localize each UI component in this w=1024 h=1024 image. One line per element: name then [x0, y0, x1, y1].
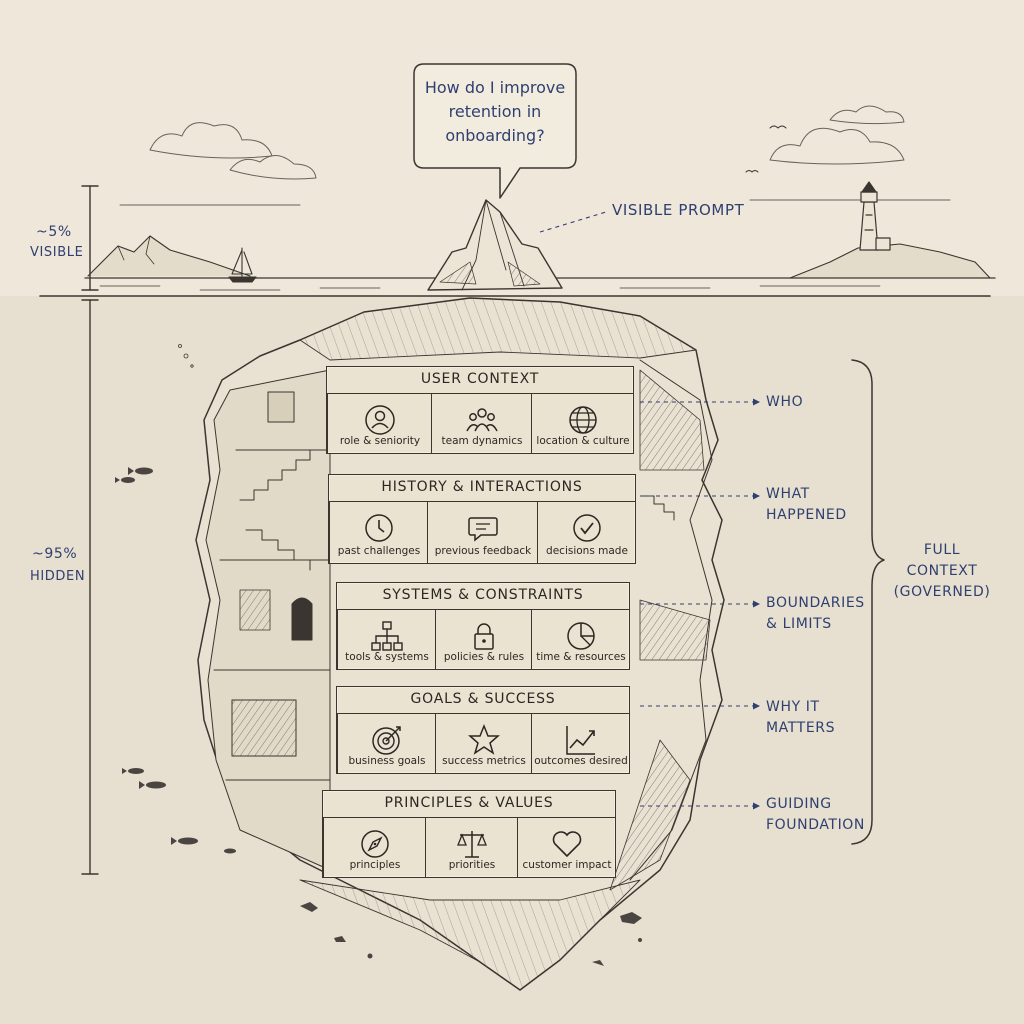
annotation-line: & LIMITS [766, 614, 865, 635]
heart-icon [550, 827, 584, 861]
layer-goals-success: GOALS & SUCCESS business goals success m… [336, 686, 630, 774]
layer-item: business goals [337, 714, 436, 773]
item-label: previous feedback [428, 545, 538, 557]
item-label: principles [324, 859, 426, 871]
scales-icon [455, 827, 489, 861]
annotation-line: FOUNDATION [766, 815, 865, 836]
layer-title: PRINCIPLES & VALUES [323, 795, 615, 811]
item-label: priorities [426, 859, 518, 871]
layer-item: location & culture [531, 394, 634, 453]
star-icon [467, 723, 501, 757]
annotation-user-context: WHO [766, 392, 803, 413]
layer-item: customer impact [517, 818, 616, 877]
team-icon [465, 403, 499, 437]
annotation-systems: BOUNDARIES & LIMITS [766, 593, 865, 635]
layer-item: policies & rules [435, 610, 532, 669]
annotation-line: GUIDING [766, 794, 865, 815]
annotation-line: HAPPENED [766, 505, 847, 526]
item-label: team dynamics [432, 435, 532, 447]
full-context-line1: FULL CONTEXT [890, 540, 994, 582]
item-label: policies & rules [436, 651, 532, 663]
layer-item: past challenges [329, 502, 428, 563]
full-context-label: FULL CONTEXT (GOVERNED) [890, 540, 994, 603]
hierarchy-icon [370, 619, 404, 653]
annotation-line: MATTERS [766, 718, 835, 739]
item-label: role & seniority [328, 435, 432, 447]
layer-item: role & seniority [327, 394, 432, 453]
layer-item: success metrics [435, 714, 532, 773]
item-label: success metrics [436, 755, 532, 767]
annotation-line: WHAT [766, 484, 847, 505]
clock-icon [362, 511, 396, 545]
layer-title: USER CONTEXT [327, 371, 633, 387]
chat-icon [466, 511, 500, 545]
visible-prompt-label: VISIBLE PROMPT [612, 200, 744, 221]
layer-user-context: USER CONTEXT role & seniority team dynam… [326, 366, 634, 454]
layer-item: time & resources [531, 610, 630, 669]
globe-icon [566, 403, 600, 437]
item-label: outcomes desired [532, 755, 630, 767]
trend-icon [564, 723, 598, 757]
item-label: customer impact [518, 859, 616, 871]
person-icon [363, 403, 397, 437]
layer-systems-constraints: SYSTEMS & CONSTRAINTS tools & systems po… [336, 582, 630, 670]
layer-item: outcomes desired [531, 714, 630, 773]
annotation-history: WHAT HAPPENED [766, 484, 847, 526]
layer-item: team dynamics [431, 394, 532, 453]
target-icon [370, 723, 404, 757]
annotation-line: WHY IT [766, 697, 835, 718]
birds [746, 126, 786, 172]
layer-item: principles [323, 818, 426, 877]
item-label: time & resources [532, 651, 630, 663]
layer-item: tools & systems [337, 610, 436, 669]
check-circle-icon [570, 511, 604, 545]
item-label: location & culture [532, 435, 634, 447]
layer-title: HISTORY & INTERACTIONS [329, 479, 635, 495]
layer-history-interactions: HISTORY & INTERACTIONS past challenges p… [328, 474, 636, 564]
left-mountains [88, 236, 250, 276]
visible-share-label: VISIBLE [30, 242, 83, 263]
annotation-goals: WHY IT MATTERS [766, 697, 835, 739]
pie-icon [564, 619, 598, 653]
layer-item: previous feedback [427, 502, 538, 563]
lock-icon [467, 619, 501, 653]
layer-title: GOALS & SUCCESS [337, 691, 629, 707]
annotation-line: BOUNDARIES [766, 593, 865, 614]
item-label: past challenges [330, 545, 428, 557]
layer-item: decisions made [537, 502, 636, 563]
layer-title: SYSTEMS & CONSTRAINTS [337, 587, 629, 603]
annotation-principles: GUIDING FOUNDATION [766, 794, 865, 836]
item-label: tools & systems [338, 651, 436, 663]
layer-principles-values: PRINCIPLES & VALUES principles prioritie… [322, 790, 616, 878]
lighthouse-icon [860, 182, 890, 250]
sailboat [229, 248, 256, 282]
full-context-line2: (GOVERNED) [890, 582, 994, 603]
visible-share-value: ~5% [36, 222, 72, 243]
item-label: decisions made [538, 545, 636, 557]
annotation-line: WHO [766, 392, 803, 413]
prompt-question: How do I improve retention in onboarding… [420, 76, 570, 148]
iceberg-tip [428, 200, 562, 290]
compass-icon [358, 827, 392, 861]
layer-item: priorities [425, 818, 518, 877]
hidden-share-value: ~95% [32, 544, 77, 565]
item-label: business goals [338, 755, 436, 767]
hidden-share-label: HIDDEN [30, 566, 85, 587]
